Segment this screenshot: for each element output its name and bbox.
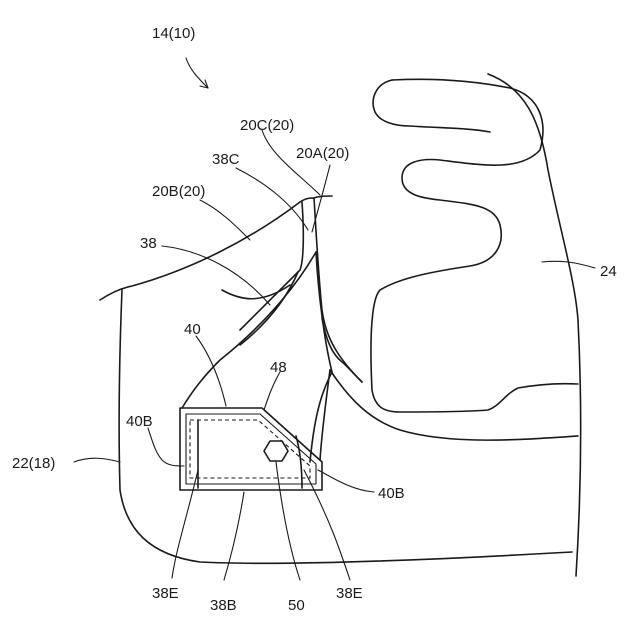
label-20C: 20C(20)	[240, 117, 294, 134]
label-38C: 38C	[212, 151, 240, 168]
label-14: 14(10)	[152, 25, 195, 42]
panel-38	[182, 252, 332, 462]
label-40B-right: 40B	[378, 485, 405, 502]
reference-numerals: 14(10) 20C(20) 38C 20A(20) 20B(20) 38 24…	[12, 25, 617, 614]
bolt-50	[264, 441, 288, 461]
label-48: 48	[270, 359, 287, 376]
label-38: 38	[140, 235, 157, 252]
label-50: 50	[288, 597, 305, 614]
label-38E-right: 38E	[336, 585, 363, 602]
label-22: 22(18)	[12, 455, 55, 472]
outer-body-22	[100, 202, 572, 563]
label-40: 40	[184, 321, 201, 338]
label-38E-left: 38E	[152, 585, 179, 602]
bracket-40	[180, 408, 322, 490]
part-24	[330, 74, 581, 576]
label-24: 24	[600, 263, 617, 280]
label-20B: 20B(20)	[152, 183, 205, 200]
label-40B-left: 40B	[126, 413, 153, 430]
arrow-indicator	[186, 58, 208, 88]
label-38B: 38B	[210, 597, 237, 614]
label-20A: 20A(20)	[296, 145, 349, 162]
